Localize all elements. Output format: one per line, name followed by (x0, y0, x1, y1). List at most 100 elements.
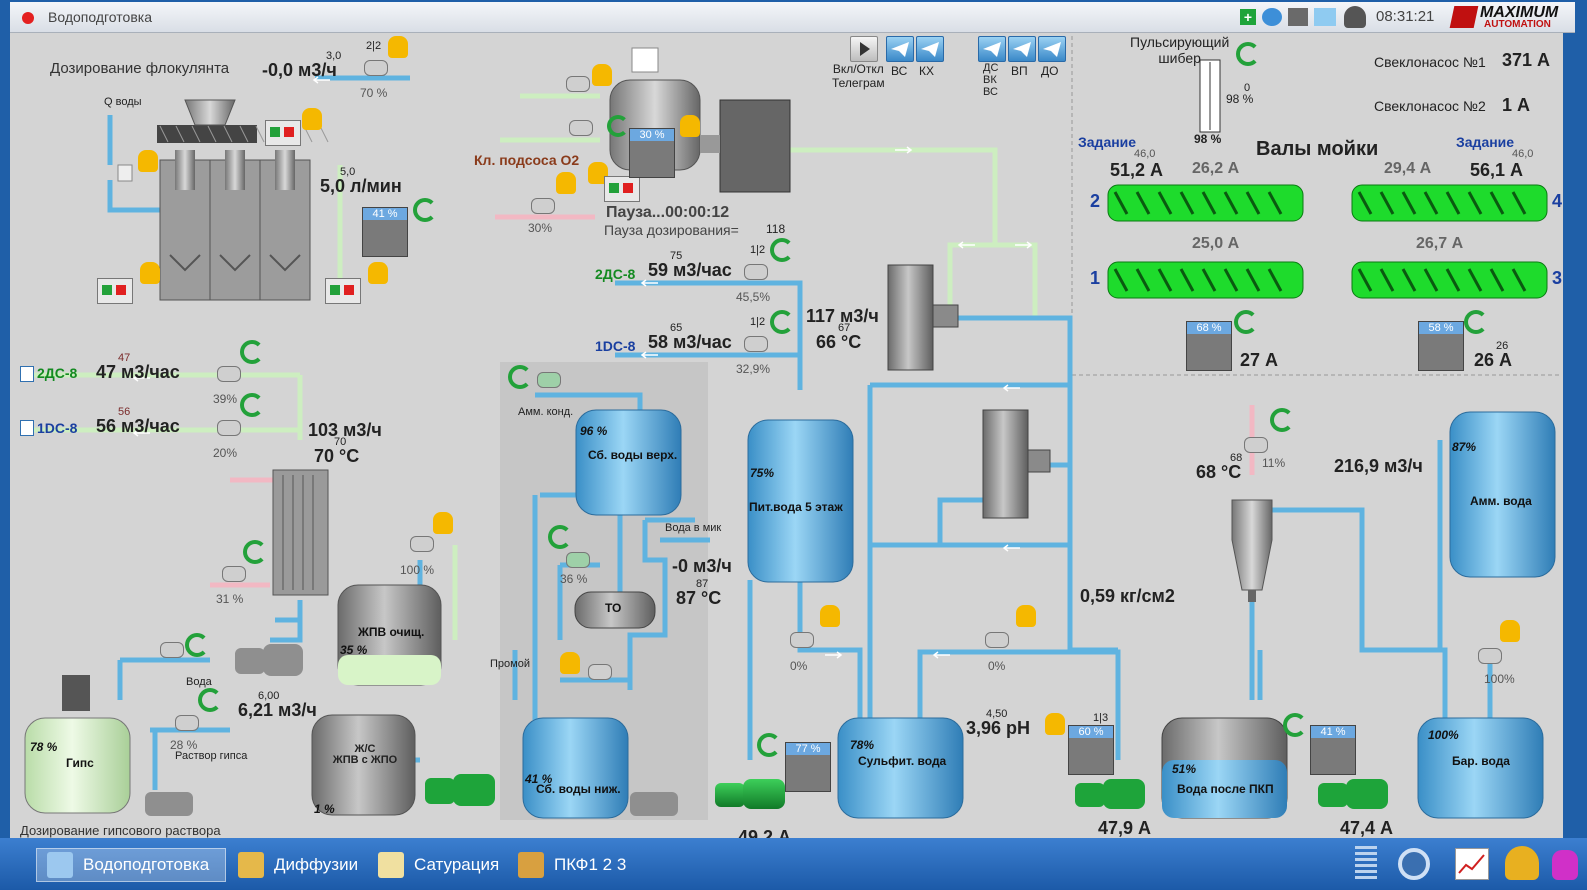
level-panel[interactable]: 30 % (629, 128, 675, 178)
valve-icon[interactable] (744, 336, 768, 352)
panel-value: 77 % (786, 743, 830, 755)
doc-icon[interactable] (20, 366, 34, 382)
hand-icon[interactable] (680, 115, 700, 137)
task-saturation[interactable]: Сатурация (378, 848, 499, 882)
chat-icon[interactable] (1262, 8, 1282, 26)
level-panel[interactable]: 68 % (1186, 321, 1232, 371)
hand-icon[interactable] (820, 605, 840, 627)
pump-icon[interactable] (425, 770, 497, 810)
hand-icon[interactable] (140, 262, 160, 284)
hand-icon[interactable] (556, 172, 576, 194)
valve-icon[interactable] (217, 366, 241, 382)
level-panel[interactable]: 41 % (1310, 725, 1356, 775)
task-water-prep[interactable]: Водоподготовка (36, 848, 226, 882)
hand-icon[interactable] (560, 652, 580, 674)
hand-icon[interactable] (1016, 605, 1036, 627)
valve-icon[interactable] (222, 566, 246, 582)
gear-icon[interactable] (1398, 848, 1430, 880)
valve-icon[interactable] (790, 632, 814, 648)
motor-icon[interactable] (604, 176, 640, 202)
telegram-vp-button[interactable] (1008, 36, 1036, 62)
telegram-do-button[interactable] (1038, 36, 1066, 62)
valve-icon[interactable] (744, 264, 768, 280)
refresh-icon[interactable] (607, 115, 629, 137)
refresh-icon[interactable] (770, 238, 794, 262)
telegram-kh-button[interactable] (916, 36, 944, 62)
valve-icon[interactable] (217, 420, 241, 436)
hand-icon[interactable] (592, 64, 612, 86)
pump-icon[interactable] (630, 790, 680, 818)
refresh-icon[interactable] (198, 688, 222, 712)
hand-icon[interactable] (388, 36, 408, 58)
telegram-icon[interactable] (1314, 8, 1336, 26)
menu-lines-icon[interactable] (1355, 846, 1377, 882)
valve-icon[interactable] (1478, 648, 1502, 664)
hand-icon[interactable] (1045, 713, 1065, 735)
refresh-icon[interactable] (185, 633, 209, 657)
doc-icon[interactable] (20, 420, 34, 436)
hand-icon[interactable] (433, 512, 453, 534)
pump-icon[interactable] (145, 790, 195, 818)
valve-icon[interactable] (588, 664, 612, 680)
refresh-icon[interactable] (508, 365, 532, 389)
hand-icon[interactable] (368, 262, 388, 284)
plus-icon[interactable]: + (1240, 9, 1256, 25)
hand-icon[interactable] (1500, 620, 1520, 642)
pump-icon[interactable] (1075, 775, 1147, 811)
refresh-icon[interactable] (1270, 408, 1294, 432)
hand-icon[interactable] (588, 162, 608, 184)
task-pkf[interactable]: ПКФ1 2 3 (518, 848, 626, 882)
valve-icon[interactable] (566, 76, 590, 92)
telegram-vs-button[interactable] (886, 36, 914, 62)
hand-pointer-icon[interactable] (1552, 850, 1578, 880)
hand-icon[interactable] (138, 150, 158, 172)
level-panel[interactable]: 58 % (1418, 321, 1464, 371)
refresh-icon[interactable] (240, 340, 264, 364)
refresh-icon[interactable] (1283, 713, 1307, 737)
level-panel[interactable]: 60 % (1068, 725, 1114, 775)
pump-icon[interactable] (715, 775, 787, 811)
refresh-icon[interactable] (240, 393, 264, 417)
o2-valve-label: Кл. подсоса О2 (474, 152, 580, 168)
pump-icon[interactable] (235, 640, 305, 680)
close-dot-icon[interactable] (22, 12, 34, 24)
refresh-icon[interactable] (770, 310, 794, 334)
motor-icon[interactable] (265, 120, 301, 146)
task-diffusion[interactable]: Диффузии (238, 848, 358, 882)
valve-icon[interactable] (175, 715, 199, 731)
valve-icon[interactable] (569, 120, 593, 136)
pump-icon[interactable] (1318, 775, 1390, 811)
hand-icon[interactable] (302, 108, 322, 130)
telegram-ds-button[interactable] (978, 36, 1006, 62)
refresh-icon[interactable] (757, 733, 781, 757)
drink-tank-label: Пит.вода 5 этаж (749, 500, 843, 514)
valve-icon[interactable] (160, 642, 184, 658)
wash-roll4-current: 56,1 А (1470, 160, 1524, 180)
refresh-icon[interactable] (243, 540, 267, 564)
valve-icon[interactable] (566, 552, 590, 568)
engineer-tools-icon[interactable] (1505, 846, 1539, 880)
refresh-icon[interactable] (548, 525, 572, 549)
beet-pump2-label: Свеклонасос №2 (1374, 98, 1486, 114)
telegram-toggle-button[interactable] (850, 36, 878, 62)
level-panel[interactable]: 41 % (362, 207, 408, 257)
valve-icon[interactable] (410, 536, 434, 552)
wash-left-set: 46,0 (1134, 148, 1156, 160)
cyclone-valve-pct: 11% (1262, 456, 1286, 470)
level-panel[interactable]: 77 % (785, 742, 831, 792)
trend-chart-icon[interactable] (1455, 848, 1489, 880)
refresh-icon[interactable] (413, 198, 437, 222)
valve-icon[interactable] (531, 198, 555, 214)
refresh-icon[interactable] (1236, 42, 1260, 66)
user-icon[interactable] (1344, 6, 1366, 28)
valve-icon[interactable] (1244, 437, 1268, 453)
valve-icon[interactable] (537, 372, 561, 388)
motor-icon[interactable] (325, 278, 361, 304)
refresh-icon[interactable] (1464, 310, 1488, 334)
valve-icon[interactable] (985, 632, 1009, 648)
valve-icon[interactable] (364, 60, 388, 76)
motor-icon[interactable] (97, 278, 133, 304)
network-icon[interactable] (1288, 8, 1308, 26)
refresh-icon[interactable] (1234, 310, 1258, 334)
